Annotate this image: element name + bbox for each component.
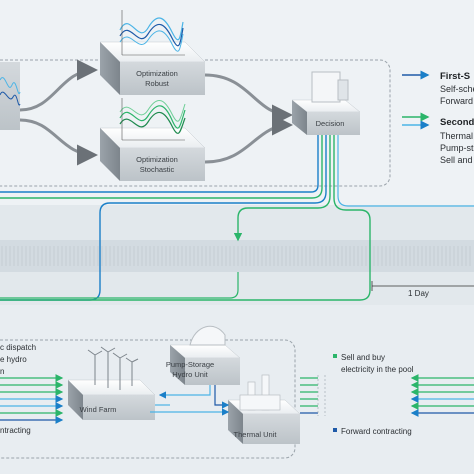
factory-icon [239, 374, 281, 411]
units-region [0, 339, 296, 459]
market-forward: Forward contracting [341, 427, 412, 436]
timeline-label: 1 Day [408, 289, 429, 298]
legend-second-stage: Second Thermal Pump-st Sell and [402, 112, 474, 165]
monitor-icon [311, 71, 341, 103]
decision-output-lines [0, 135, 474, 301]
market-legend: Sell and buy electricity in the pool For… [333, 353, 414, 436]
thermal-unit-label: Thermal Unit [234, 430, 278, 439]
top-background [0, 0, 474, 205]
legend-second-line1: Thermal [440, 131, 473, 141]
market-arrows [410, 374, 474, 417]
pump-storage-label-1: Pump-Storage [166, 360, 214, 369]
stochastic-label-2: Stochastic [140, 165, 175, 174]
pump-storage-box: Pump-Storage Hydro Unit [166, 325, 241, 385]
market-line1: Sell and buy [341, 353, 385, 362]
legend-first-line1: Self-sche [440, 84, 474, 94]
robust-label-1: Optimization [136, 69, 178, 78]
bottom-left-legend: c dispatch e hydro n ntracting [0, 343, 36, 435]
bottom-left-line1: c dispatch [0, 343, 36, 352]
legend-second-title: Second [440, 117, 474, 128]
decision-box: Decision [291, 71, 361, 135]
market-bullet-green [333, 354, 337, 358]
stochastic-optimization-box: Optimization Stochastic [99, 98, 206, 181]
stochastic-label-1: Optimization [136, 155, 178, 164]
legend-first-line2: Forward [440, 96, 473, 106]
bottom-left-line2: e hydro [0, 355, 27, 364]
legend-second-line2: Pump-st [440, 143, 474, 153]
market-line2: electricity in the pool [341, 365, 414, 374]
legend-first-stage: First-S Self-sche Forward [402, 70, 474, 106]
unit-connections [150, 385, 230, 416]
robust-label-2: Robust [145, 79, 170, 88]
bottom-left-line4: ntracting [0, 426, 31, 435]
wind-farm-label: Wind Farm [80, 405, 117, 414]
reservoir-icon [189, 325, 226, 346]
robust-optimization-box: Optimization Robust [99, 10, 206, 95]
legend-first-title: First-S [440, 71, 470, 82]
decision-label: Decision [316, 119, 345, 128]
timeline-ticks [1, 246, 471, 266]
right-flow-lines [300, 375, 326, 416]
wind-farm-box: Wind Farm [67, 346, 156, 420]
flow-arrow-robust-decision [204, 73, 293, 126]
pump-storage-label-2: Hydro Unit [172, 370, 208, 379]
market-bullet-blue [333, 428, 337, 432]
bottom-left-line3: n [0, 367, 4, 376]
thermal-unit-box: Thermal Unit [227, 374, 301, 444]
flow-arrow-stochastic-decision [204, 114, 293, 164]
left-flow-lines [0, 374, 64, 424]
timeline-band [0, 240, 474, 272]
input-scenarios-box [0, 62, 21, 130]
wind-turbine-icon [87, 346, 139, 390]
flow-arrow-robust [19, 59, 98, 112]
flow-arrow-stochastic [19, 118, 98, 166]
legend-second-line3: Sell and [440, 155, 473, 165]
